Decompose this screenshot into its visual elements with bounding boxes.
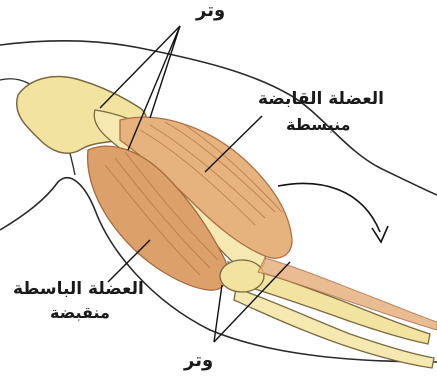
curved-down-arrow-icon (278, 183, 388, 242)
elbow-joint (220, 260, 264, 292)
tendon-top-label: وتر (196, 2, 225, 20)
flexor-state-label: منبسطة (286, 117, 351, 133)
flexor-muscle-label: العضلة القابضة (258, 91, 384, 108)
tendon-bottom-label: وتر (184, 352, 213, 370)
extensor-muscle-label: العضلة الباسطة (13, 281, 144, 298)
extensor-state-label: منقبضة (50, 305, 110, 321)
